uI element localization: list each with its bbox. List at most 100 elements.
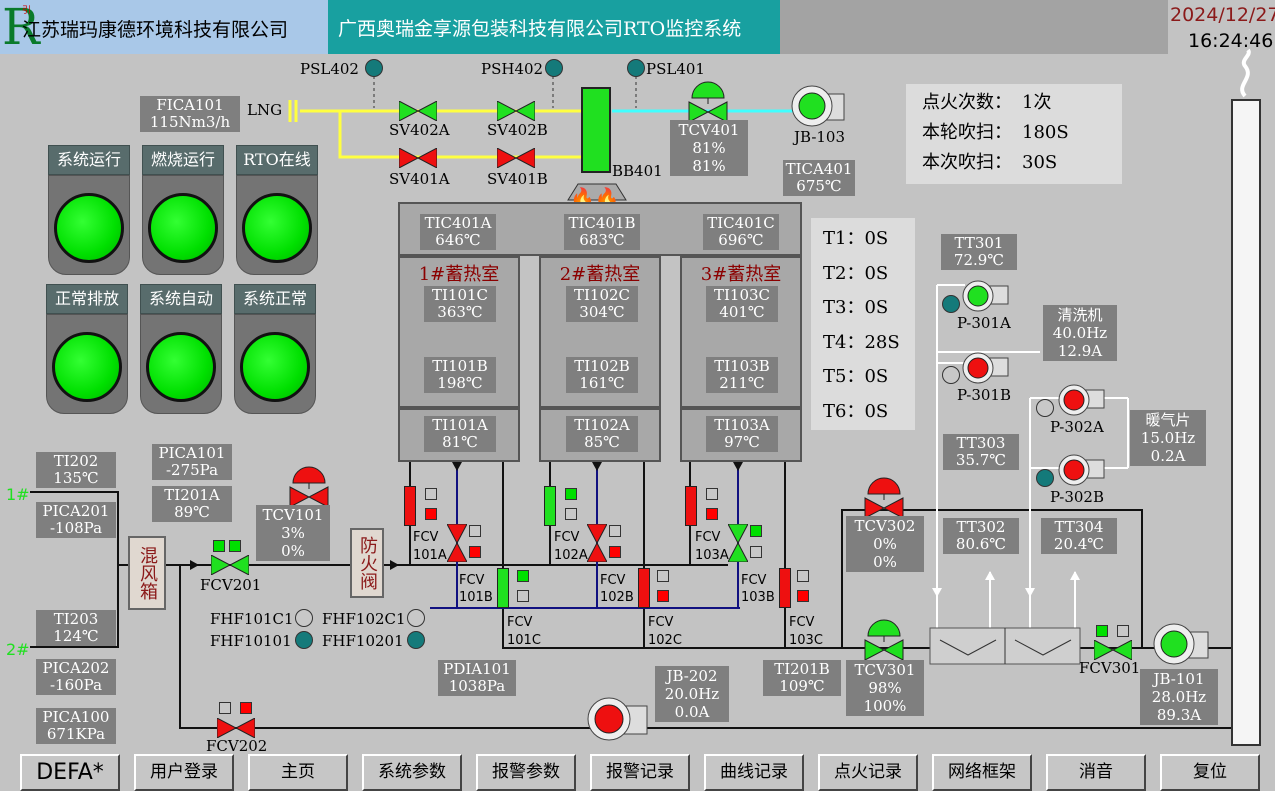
- p302a-pump[interactable]: [1058, 384, 1106, 416]
- ignition-records-button[interactable]: 点火记录: [818, 754, 918, 791]
- company-name: 江苏瑞玛康德环境科技有限公司: [22, 19, 289, 41]
- fcv301-valve[interactable]: [1094, 640, 1132, 660]
- p302b-pump[interactable]: [1058, 454, 1106, 486]
- mute-button[interactable]: 消音: [1046, 754, 1146, 791]
- fcv103a-valve[interactable]: [728, 524, 748, 562]
- p301a-label: P-301A: [957, 314, 1011, 332]
- fcv102b-damper[interactable]: [638, 568, 650, 608]
- mixer-box[interactable]: 混风箱: [128, 536, 166, 610]
- p301b-pump[interactable]: [962, 352, 1010, 384]
- system-params-button[interactable]: 系统参数: [362, 754, 462, 791]
- fcv103a-damper[interactable]: [685, 486, 697, 526]
- p302b-label: P-302B: [1050, 488, 1104, 506]
- fcv202-status-a: [219, 702, 231, 714]
- psl401-label: PSL401: [646, 60, 705, 78]
- fire-damper-box[interactable]: 防火阀: [350, 528, 384, 598]
- psh402-indicator[interactable]: [545, 59, 563, 77]
- p301b-label: P-301B: [957, 386, 1011, 404]
- fhf102c1-indicator[interactable]: [407, 609, 425, 627]
- this-purge-value: 30S: [1022, 152, 1058, 173]
- fcv101a-label-a: FCV: [413, 530, 439, 545]
- network-frame-button[interactable]: 网络框架: [932, 754, 1032, 791]
- reset-button[interactable]: 复位: [1160, 754, 1260, 791]
- fhf10101-label: FHF10101: [210, 632, 292, 650]
- fcv101b-damper[interactable]: [497, 568, 509, 608]
- fcv102a-damper[interactable]: [544, 486, 556, 526]
- fcv102a-valve[interactable]: [587, 524, 607, 562]
- sv401a-label: SV401A: [389, 170, 450, 188]
- fhf101c1-indicator[interactable]: [295, 609, 313, 627]
- trend-records-button[interactable]: 曲线记录: [704, 754, 804, 791]
- psl401-indicator[interactable]: [627, 59, 645, 77]
- fcv103b-label-a: FCV: [741, 573, 767, 588]
- fcv201-valve[interactable]: [211, 555, 249, 575]
- jb101-fan[interactable]: [1150, 622, 1212, 666]
- alarm-params-button[interactable]: 报警参数: [476, 754, 576, 791]
- fhf10201-indicator[interactable]: [407, 631, 425, 649]
- tcv302-valve[interactable]: [864, 476, 904, 518]
- lng-label: LNG: [247, 101, 283, 119]
- alarm-records-button[interactable]: 报警记录: [590, 754, 690, 791]
- fcv103a-status-c: [750, 525, 762, 537]
- sv402b-valve[interactable]: [497, 101, 535, 121]
- fcv101a-valve[interactable]: [447, 524, 467, 562]
- lamp-system-normal-indicator: [240, 332, 310, 402]
- home-button[interactable]: 主页: [248, 754, 348, 791]
- p301b-status-indicator: [942, 366, 960, 384]
- fcv101a-status-d: [469, 546, 481, 558]
- sv401a-valve[interactable]: [399, 148, 437, 168]
- jb202-fan[interactable]: [585, 696, 649, 742]
- p301a-pump[interactable]: [962, 280, 1010, 312]
- pica202-box[interactable]: PICA202-160Pa: [36, 659, 116, 695]
- pica201-box[interactable]: PICA201-108Pa: [36, 502, 116, 538]
- tcv101-valve[interactable]: [289, 465, 329, 507]
- fhf10101-indicator[interactable]: [295, 631, 313, 649]
- header-blank: [780, 0, 1168, 54]
- defa-button[interactable]: DEFA*: [20, 754, 120, 791]
- fcv101a-damper[interactable]: [404, 486, 416, 526]
- fcv102c-label-b: 102C: [648, 633, 682, 648]
- sv401b-valve[interactable]: [497, 148, 535, 168]
- jb103-fan[interactable]: [788, 84, 848, 128]
- pica101-box[interactable]: PICA101-275Pa: [152, 444, 232, 480]
- fcv202-valve[interactable]: [217, 718, 255, 738]
- user-login-button[interactable]: 用户登录: [134, 754, 234, 791]
- sv402a-valve[interactable]: [399, 101, 437, 121]
- psl402-indicator[interactable]: [365, 59, 383, 77]
- tcv401-valve[interactable]: [688, 80, 728, 122]
- tcv301-valve[interactable]: [864, 618, 904, 660]
- fcv103b-damper[interactable]: [779, 568, 791, 608]
